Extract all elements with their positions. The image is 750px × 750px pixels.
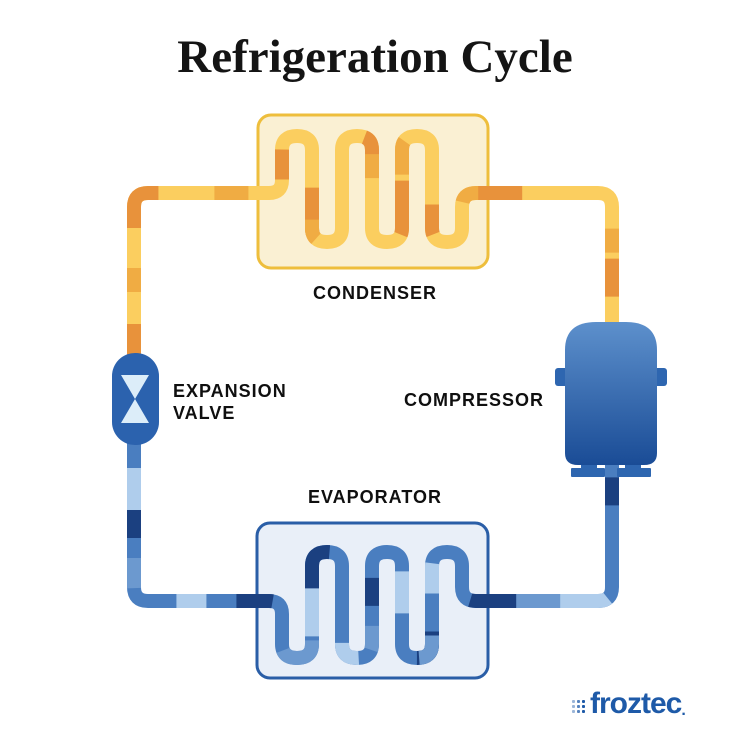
logo-wordmark: froztec <box>590 687 682 720</box>
hot-pipe <box>127 128 619 362</box>
cold-pipe-steel-segments <box>127 438 619 666</box>
condenser-label: CONDENSER <box>312 283 437 303</box>
page-title: Refrigeration Cycle <box>177 31 573 83</box>
compressor-left-foot <box>571 468 605 477</box>
cold-pipe-navy-segments <box>127 438 619 666</box>
expansion-valve-label-line2: VALVE <box>173 403 236 423</box>
logo-registered-dot: . <box>681 702 686 719</box>
expansion-valve-label: EXPANSION VALVE <box>173 380 287 424</box>
expansion-valve <box>112 353 159 445</box>
expansion-valve-hourglass-icon <box>121 375 149 423</box>
compressor-label: COMPRESSOR <box>404 390 545 410</box>
expansion-valve-label-line1: EXPANSION <box>173 381 287 401</box>
hot-pipe-group <box>127 128 619 362</box>
froztec-logo: froztec . <box>572 686 722 722</box>
compressor-tank <box>565 322 657 465</box>
compressor-right-foot <box>617 468 651 477</box>
evaporator-label: EVAPORATOR <box>307 487 442 507</box>
cold-pipe-group <box>127 438 619 666</box>
compressor <box>555 322 667 477</box>
expansion-valve-body <box>112 353 159 445</box>
logo-dots-icon <box>572 699 587 715</box>
